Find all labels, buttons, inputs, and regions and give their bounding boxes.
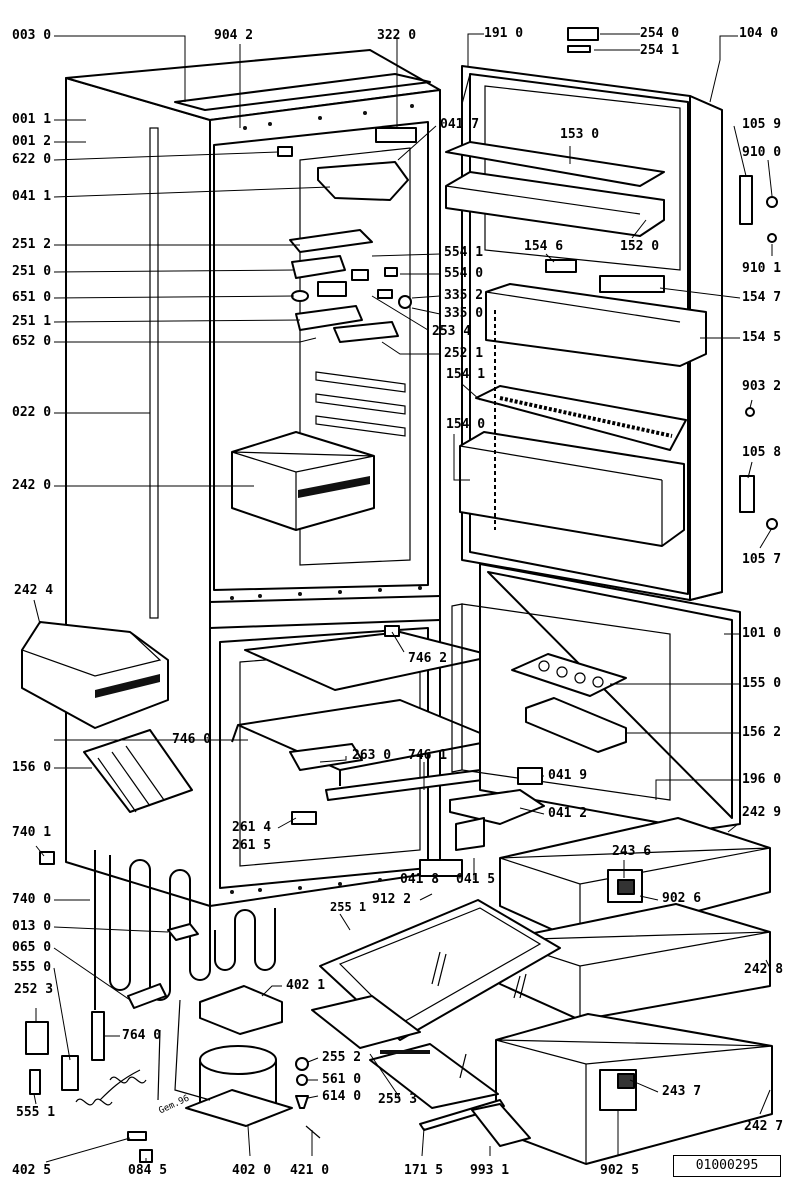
part-label: 191 0 — [484, 26, 524, 41]
part-label: 243 7 — [662, 1084, 702, 1099]
part-label: 171 5 — [404, 1163, 444, 1178]
part-label: 335 2 — [444, 288, 484, 303]
part-label: 084 5 — [128, 1163, 168, 1178]
part-label: 903 2 — [742, 379, 782, 394]
part-label: 652 0 — [12, 334, 52, 349]
part-label: 041 9 — [548, 768, 588, 783]
part-label: 255 2 — [322, 1050, 362, 1065]
part-label: 156 0 — [12, 760, 52, 775]
part-label: 402 1 — [286, 978, 326, 993]
part-label: 622 0 — [12, 152, 52, 167]
part-label: 261 5 — [232, 838, 272, 853]
ice-drawer — [21, 621, 169, 729]
part-label: 554 0 — [444, 266, 484, 281]
part-label: 561 0 — [322, 1072, 362, 1087]
part-label: 243 6 — [612, 844, 652, 859]
part-label: 421 0 — [290, 1163, 330, 1178]
part-label: 910 1 — [742, 261, 782, 276]
part-label: 993 1 — [470, 1163, 510, 1178]
control-assembly — [277, 127, 417, 343]
cooling-system — [25, 850, 321, 1163]
part-label: 156 2 — [742, 725, 782, 740]
part-label: 196 0 — [742, 772, 782, 787]
part-label: 003 0 — [12, 28, 52, 43]
part-label: 105 8 — [742, 445, 782, 460]
part-label: 254 0 — [640, 26, 680, 41]
upper-door — [445, 27, 778, 601]
part-label: 555 0 — [12, 960, 52, 975]
part-label: 022 0 — [12, 405, 52, 420]
glass-shelves — [311, 899, 561, 1147]
part-label: 614 0 — [322, 1089, 362, 1104]
part-label: 154 5 — [742, 330, 782, 345]
part-label: 335 0 — [444, 306, 484, 321]
part-label: 902 6 — [662, 891, 702, 906]
part-label: 402 0 — [232, 1163, 272, 1178]
part-label: 746 1 — [408, 748, 448, 763]
part-label: 554 1 — [444, 245, 484, 260]
part-label: 746 0 — [172, 732, 212, 747]
part-label: 001 1 — [12, 112, 52, 127]
part-label: 101 0 — [742, 626, 782, 641]
part-label: 740 1 — [12, 825, 52, 840]
document-number-box: 01000295 — [673, 1155, 781, 1177]
part-label: 902 5 — [600, 1163, 640, 1178]
freezer-basket — [231, 431, 375, 531]
crisper-drawers — [495, 817, 773, 1165]
part-label: 904 2 — [214, 28, 254, 43]
part-label: 242 9 — [742, 805, 782, 820]
part-label: 041 8 — [400, 872, 440, 887]
part-label: 154 7 — [742, 290, 782, 305]
part-label: 910 0 — [742, 145, 782, 160]
part-label: 152 0 — [620, 239, 660, 254]
lower-door — [419, 563, 741, 877]
part-label: 242 0 — [12, 478, 52, 493]
part-label: 242 7 — [744, 1119, 784, 1134]
part-label: 041 1 — [12, 189, 52, 204]
part-label: 041 7 — [440, 117, 480, 132]
part-label: 252 1 — [444, 346, 484, 361]
ice-tray — [83, 729, 193, 813]
part-label: 555 1 — [16, 1105, 56, 1120]
part-label: 065 0 — [12, 940, 52, 955]
part-label: 154 1 — [446, 367, 486, 382]
part-label: 041 5 — [456, 872, 496, 887]
part-label: 254 1 — [640, 43, 680, 58]
part-label: 105 9 — [742, 117, 782, 132]
part-label: 104 0 — [739, 26, 779, 41]
part-label: 153 0 — [560, 127, 600, 142]
part-label: 912 2 — [372, 892, 412, 907]
part-label: 154 6 — [524, 239, 564, 254]
part-label: 155 0 — [742, 676, 782, 691]
part-label: 255 1 — [330, 900, 367, 914]
part-label: 251 2 — [12, 237, 52, 252]
part-label: 251 0 — [12, 264, 52, 279]
part-label: 253 4 — [432, 324, 472, 339]
part-label: 105 7 — [742, 552, 782, 567]
part-label: 252 3 — [14, 982, 54, 997]
part-label: 263 0 — [352, 748, 392, 763]
part-label: 255 3 — [378, 1092, 418, 1107]
part-label: 001 2 — [12, 134, 52, 149]
part-label: 740 0 — [12, 892, 52, 907]
part-label: 041 2 — [548, 806, 588, 821]
part-label: 322 0 — [377, 28, 417, 43]
part-label: 242 4 — [14, 583, 54, 598]
part-label: 764 0 — [122, 1028, 162, 1043]
part-label: 651 0 — [12, 290, 52, 305]
part-label: 402 5 — [12, 1163, 52, 1178]
part-label: 261 4 — [232, 820, 272, 835]
part-label: 746 2 — [408, 651, 448, 666]
leader-lines — [33, 33, 773, 1163]
part-label: 242 8 — [744, 962, 784, 977]
part-label: 154 0 — [446, 417, 486, 432]
part-label: 013 0 — [12, 919, 52, 934]
part-label: 251 1 — [12, 314, 52, 329]
